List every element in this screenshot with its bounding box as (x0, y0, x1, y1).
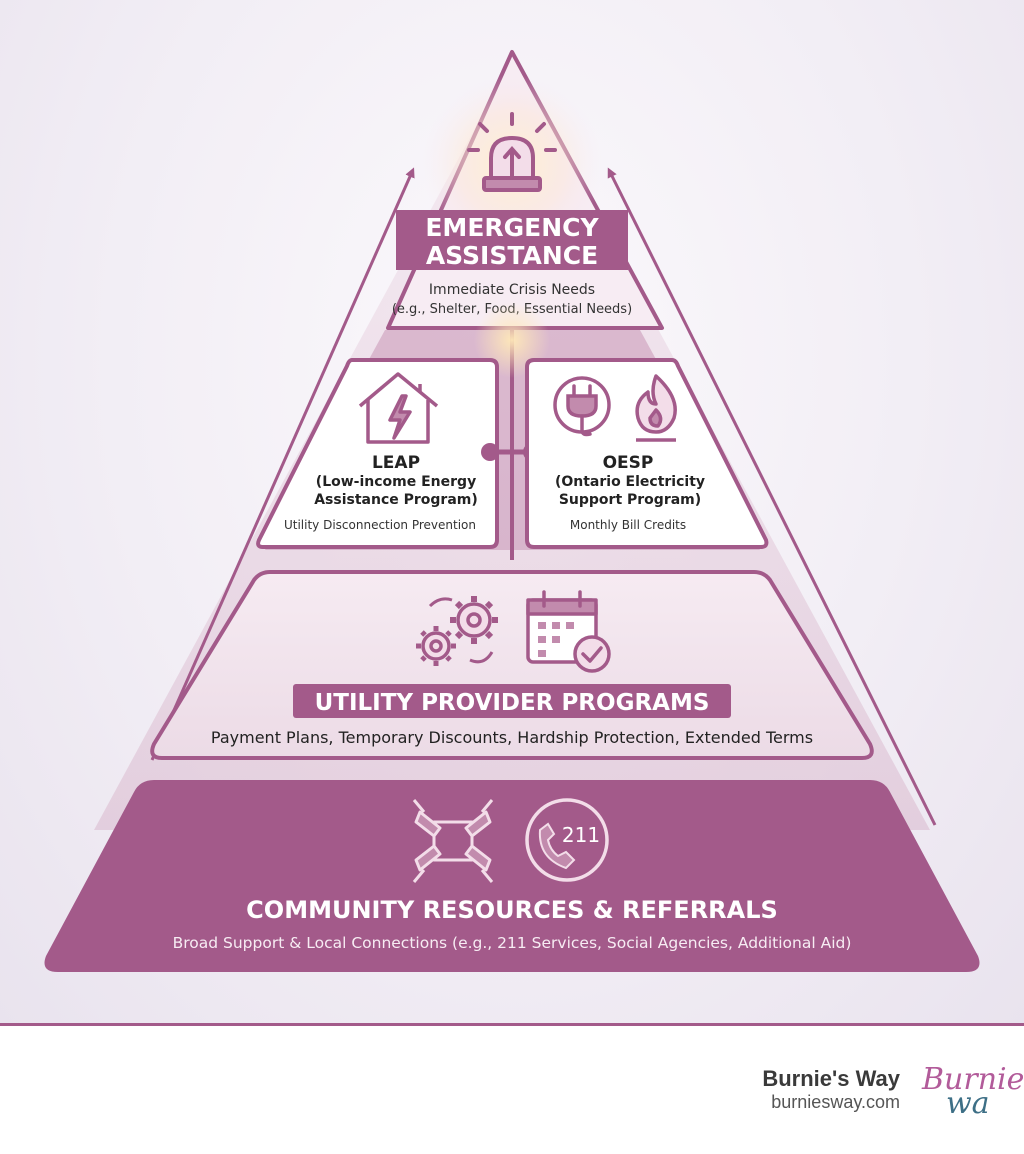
leap-detail: Utility Disconnection Prevention (284, 518, 476, 532)
alarm-siren-icon (467, 112, 557, 192)
helping-hands-icon (412, 799, 494, 883)
brand-name: Burnie's Way (762, 1066, 900, 1091)
community-detail: Broad Support & Local Connections (e.g.,… (173, 934, 852, 952)
power-plug-icon (553, 376, 611, 437)
utility-title-band (293, 684, 731, 718)
logo-text-top: Burnie (922, 1062, 1024, 1097)
gears-icon (416, 596, 498, 666)
oesp-subtitle-line2: Support Program) (559, 492, 701, 508)
phone-211-label: 211 (562, 823, 600, 847)
emergency-assistance-tier: EMERGENCY ASSISTANCE Immediate Crisis Ne… (386, 50, 664, 330)
phone-211-icon: 211 (525, 798, 609, 882)
emergency-subtitle: Immediate Crisis Needs (429, 282, 595, 298)
emergency-title-line1: EMERGENCY (425, 213, 599, 242)
emergency-title-line2: ASSISTANCE (426, 241, 598, 270)
right-upward-arrow (607, 167, 937, 826)
brand-url[interactable]: burniesway.com (771, 1092, 900, 1112)
oesp-title: OESP (603, 453, 654, 473)
logo-text-bottom: wa (946, 1086, 990, 1121)
emergency-title-band (396, 210, 628, 270)
community-title: COMMUNITY RESOURCES & REFERRALS (246, 896, 778, 924)
utility-provider-tier: UTILITY PROVIDER PROGRAMS Payment Plans,… (150, 570, 874, 760)
gas-flame-icon (635, 374, 677, 442)
brand-logo: Burnie wa (918, 1062, 1024, 1126)
pyramid-diagram-stage: EMERGENCY ASSISTANCE Immediate Crisis Ne… (0, 0, 1024, 1025)
footer: Burnie's Way burniesway.com Burnie wa (0, 1026, 1024, 1154)
community-resources-tier: 211 COMMUNITY RESOURCES & REFERRALS Broa… (44, 780, 980, 972)
footer-divider (0, 1023, 1024, 1026)
utility-title: UTILITY PROVIDER PROGRAMS (315, 690, 710, 716)
leap-tier: LEAP (Low-income Energy Assistance Progr… (256, 358, 499, 549)
leap-subtitle-line2: Assistance Program) (314, 492, 478, 508)
calendar-check-icon (526, 590, 611, 673)
oesp-detail: Monthly Bill Credits (570, 518, 686, 532)
oesp-subtitle-line1: (Ontario Electricity (555, 474, 705, 490)
house-lightning-icon (358, 372, 439, 444)
leap-subtitle-line1: (Low-income Energy (316, 474, 476, 490)
pyramid-diagram: EMERGENCY ASSISTANCE Immediate Crisis Ne… (44, 50, 980, 972)
leap-title: LEAP (372, 453, 420, 473)
left-upward-arrow (150, 167, 415, 761)
oesp-tier: OESP (Ontario Electricity Support Progra… (525, 358, 769, 549)
utility-detail: Payment Plans, Temporary Discounts, Hard… (211, 728, 813, 747)
